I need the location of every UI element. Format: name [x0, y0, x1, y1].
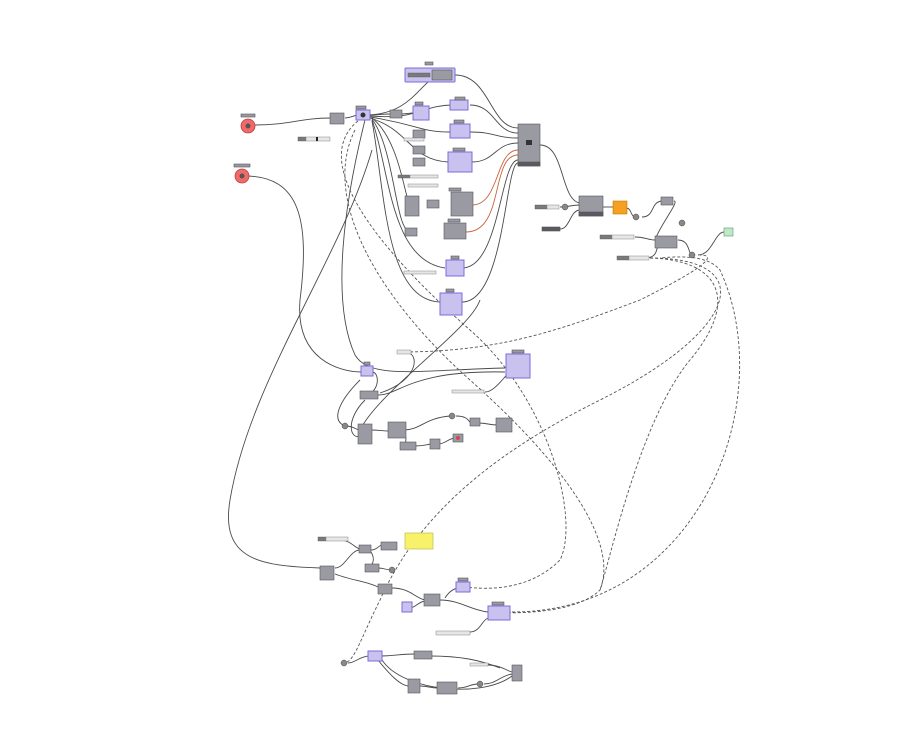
number-slider-1[interactable] — [297, 136, 331, 142]
chain-component-4[interactable] — [412, 101, 430, 121]
chain-component-3[interactable] — [389, 109, 403, 119]
chain-component-2[interactable] — [355, 105, 371, 121]
top-group-component[interactable] — [404, 61, 456, 83]
gear-icon — [245, 123, 251, 129]
middle-cluster-components[interactable] — [341, 349, 531, 451]
right-components[interactable] — [534, 195, 734, 261]
mid-components[interactable] — [403, 187, 474, 316]
wires — [228, 69, 741, 690]
merge-hub-component[interactable] — [517, 123, 541, 167]
lower-cluster-components[interactable] — [317, 532, 523, 695]
bullet-component-1[interactable] — [240, 113, 256, 134]
stack-components[interactable] — [397, 96, 473, 188]
chain-component-1[interactable] — [329, 112, 345, 125]
bullet-component-2[interactable] — [233, 163, 251, 184]
gear-icon — [239, 173, 245, 179]
